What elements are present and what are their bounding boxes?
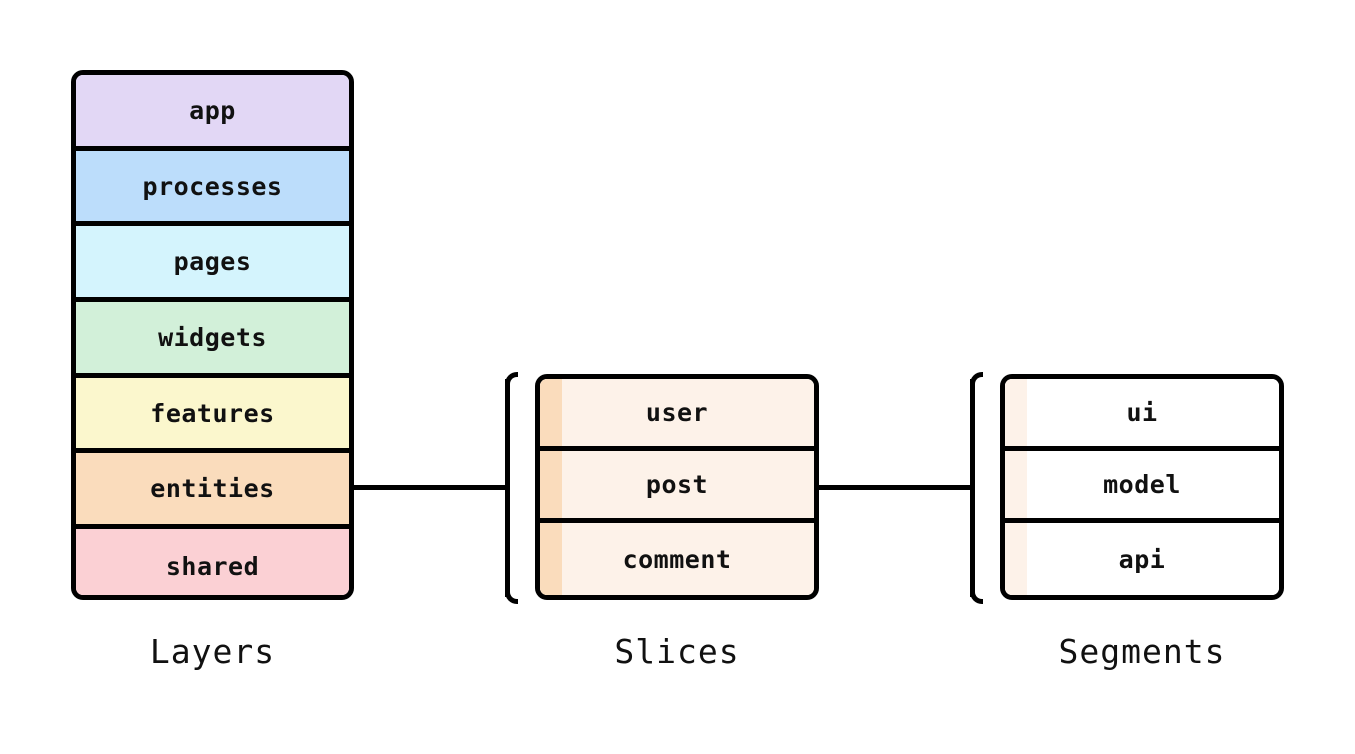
slice-label-user: user — [645, 398, 709, 427]
slice-accent-stripe — [540, 451, 562, 518]
slices-stack: user post comment — [535, 374, 819, 600]
bracket-segments — [959, 372, 983, 604]
segment-row-ui[interactable]: ui — [1005, 379, 1279, 451]
segment-accent-stripe — [1005, 451, 1027, 518]
layer-label-pages: pages — [173, 247, 252, 277]
caption-segments: Segments — [1058, 632, 1226, 671]
bracket-bottom-hook-icon — [970, 591, 983, 604]
segment-row-api[interactable]: api — [1005, 523, 1279, 595]
layer-row-features[interactable]: features — [76, 377, 349, 454]
layer-row-entities[interactable]: entities — [76, 453, 349, 530]
segment-accent-stripe — [1005, 379, 1027, 446]
bracket-spine — [505, 379, 510, 597]
bracket-top-hook-icon — [970, 372, 983, 385]
slice-row-comment[interactable]: comment — [540, 523, 814, 595]
layer-row-widgets[interactable]: widgets — [76, 302, 349, 378]
segment-accent-stripe — [1005, 523, 1027, 595]
layer-label-processes: processes — [142, 171, 283, 201]
bracket-top-hook-icon — [505, 372, 518, 385]
bracket-spine — [970, 379, 975, 597]
caption-layers: Layers — [149, 632, 276, 671]
layer-row-processes[interactable]: processes — [76, 150, 349, 227]
layer-label-app: app — [189, 95, 236, 125]
bracket-bottom-hook-icon — [505, 591, 518, 604]
slice-row-post[interactable]: post — [540, 451, 814, 523]
segment-label-ui: ui — [1126, 398, 1158, 427]
slice-label-comment: comment — [622, 544, 732, 574]
segments-stack: ui model api — [1000, 374, 1284, 600]
slice-accent-stripe — [540, 379, 562, 446]
slice-row-user[interactable]: user — [540, 379, 814, 451]
caption-slices: Slices — [614, 632, 740, 671]
slice-label-post: post — [645, 470, 709, 499]
layers-stack: app processes pages widgets features ent… — [71, 70, 354, 600]
layer-row-shared[interactable]: shared — [76, 529, 349, 595]
layer-label-features: features — [150, 398, 275, 428]
layer-row-pages[interactable]: pages — [76, 226, 349, 303]
slice-accent-stripe — [540, 523, 562, 595]
layer-row-app[interactable]: app — [76, 75, 349, 151]
connector-slices-to-segments — [818, 485, 970, 490]
segment-label-api: api — [1118, 544, 1166, 574]
segment-row-model[interactable]: model — [1005, 451, 1279, 523]
layer-label-entities: entities — [150, 474, 275, 504]
bracket-slices — [494, 372, 518, 604]
connector-layers-to-slices — [353, 485, 505, 490]
segment-label-model: model — [1103, 470, 1181, 499]
layer-label-widgets: widgets — [158, 322, 267, 352]
layer-label-shared: shared — [165, 552, 260, 582]
